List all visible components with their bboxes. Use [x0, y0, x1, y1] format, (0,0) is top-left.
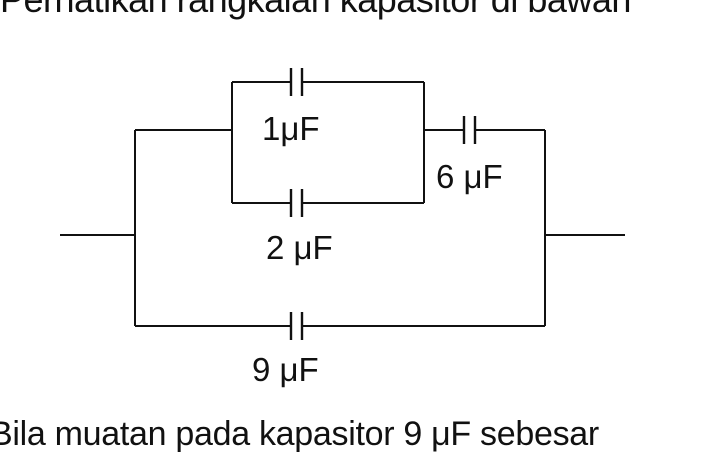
capacitor-6uf — [424, 116, 545, 144]
capacitor-1uf — [232, 68, 424, 96]
label-6uf: 6 μF — [436, 158, 503, 195]
parallel-block — [231, 68, 425, 217]
question-footer-text: Bila muatan pada kapasitor 9 μF sebesar — [0, 415, 599, 453]
label-1uf: 1μF — [262, 110, 320, 147]
question-header-text: Perhatikan rangkaian kapasitor di bawah — [0, 0, 717, 22]
capacitor-9uf — [135, 312, 545, 340]
label-9uf: 9 μF — [252, 351, 319, 388]
capacitor-2uf — [232, 189, 424, 217]
label-2uf: 2 μF — [266, 229, 333, 266]
